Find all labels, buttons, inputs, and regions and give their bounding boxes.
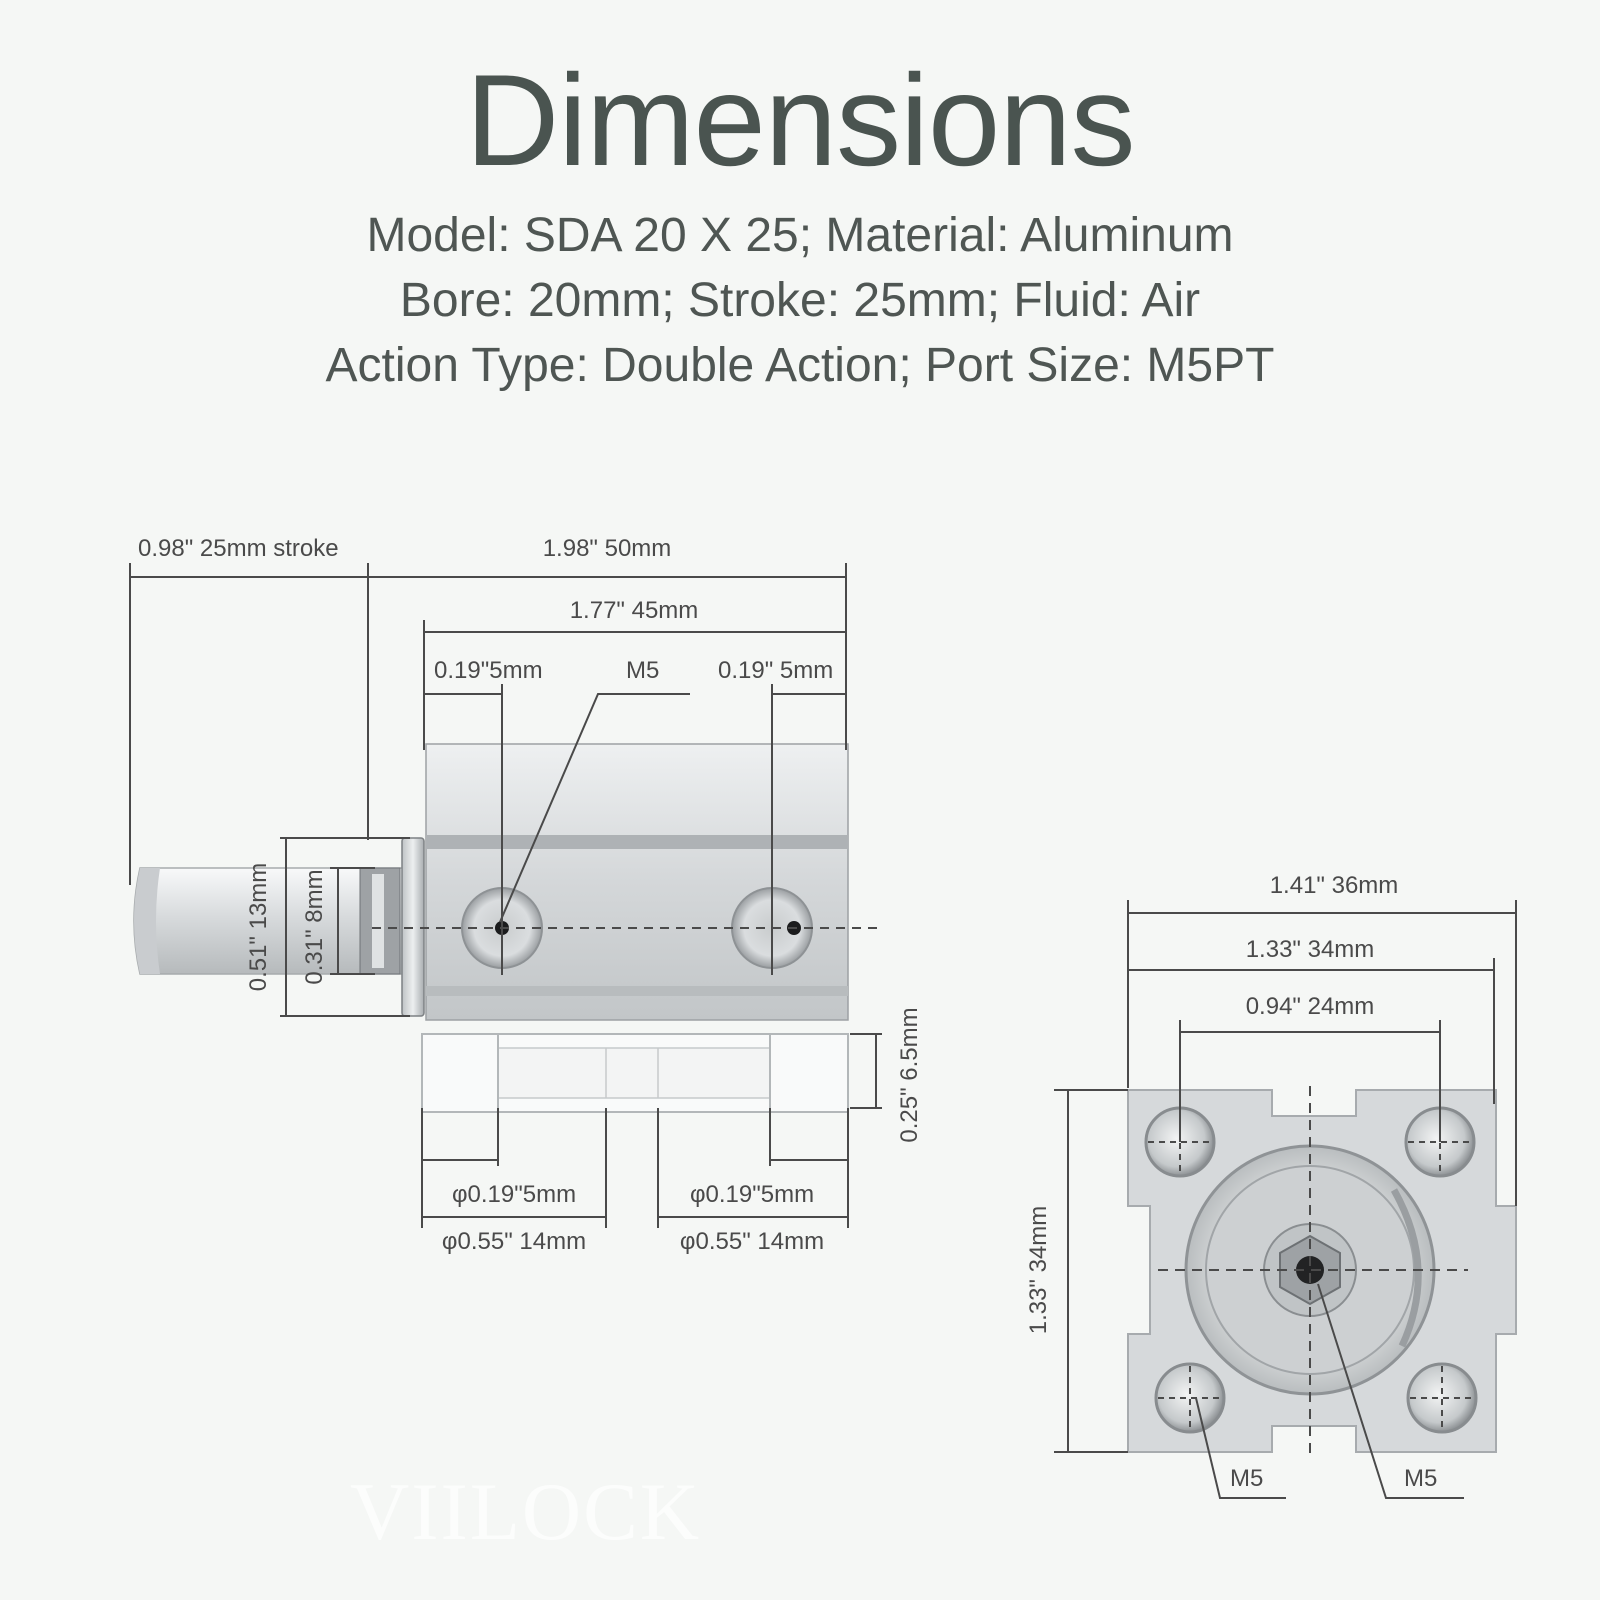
rod-thread-hole xyxy=(1296,1256,1324,1284)
body-length-label: 1.77" 45mm xyxy=(570,597,699,624)
body-groove-upper xyxy=(426,835,848,849)
port-offset-left-label: 0.19"5mm xyxy=(434,657,543,684)
cylinder-body xyxy=(425,743,849,1021)
overall-length-label: 1.98" 50mm xyxy=(543,535,672,562)
hole-large-left-label: φ0.55" 14mm xyxy=(442,1228,586,1255)
spec-line-action: Action Type: Double Action; Port Size: M… xyxy=(325,339,1275,392)
rod-flange-dia-label: 0.51" 13mm xyxy=(245,863,272,992)
hole-large-right-label: φ0.55" 14mm xyxy=(680,1228,824,1255)
page-title: Dimensions xyxy=(465,47,1135,193)
spec-line-bore: Bore: 20mm; Stroke: 25mm; Fluid: Air xyxy=(399,274,1201,327)
counterbore-depth-label: 0.25" 6.5mm xyxy=(896,1007,923,1142)
hole-small-right-label: φ0.19"5mm xyxy=(690,1181,814,1208)
body-height-label: 1.33" 34mm xyxy=(1025,1206,1052,1335)
stroke-label: 0.98" 25mm stroke xyxy=(138,535,339,562)
brand-watermark: VIILOCK xyxy=(350,1466,702,1557)
rod-dia-label: 0.31" 8mm xyxy=(301,869,328,984)
mounting-channel xyxy=(497,1047,771,1099)
rod-thread-label: M5 xyxy=(1404,1465,1437,1492)
end-view-labels: 1.41" 36mm 1.33" 34mm 0.94" 24mm 1.33" 3… xyxy=(1025,872,1437,1492)
side-view-labels: 0.98" 25mm stroke 1.98" 50mm 1.77" 45mm … xyxy=(138,535,923,1255)
end-view-dimensions xyxy=(1054,900,1517,1499)
mount-hole-bottom-left xyxy=(1154,1362,1226,1434)
mount-hole-bottom-right xyxy=(1406,1362,1478,1434)
hole-small-left-label: φ0.19"5mm xyxy=(452,1181,576,1208)
port-thread-label: M5 xyxy=(626,657,659,684)
rod-collar-highlight xyxy=(372,874,384,968)
hole-spacing-label: 0.94" 24mm xyxy=(1246,993,1375,1020)
rod-end-facet xyxy=(134,868,160,974)
retaining-ring xyxy=(1390,1188,1422,1348)
body-width-label: 1.33" 34mm xyxy=(1246,936,1375,963)
spec-line-model: Model: SDA 20 X 25; Material: Aluminum xyxy=(366,209,1234,262)
body-groove-lower xyxy=(426,986,848,996)
mount-thread-label: M5 xyxy=(1230,1465,1263,1492)
overall-width-label: 1.41" 36mm xyxy=(1270,872,1399,899)
side-view-dimensions xyxy=(129,563,882,1228)
port-offset-right-label: 0.19" 5mm xyxy=(718,657,833,684)
